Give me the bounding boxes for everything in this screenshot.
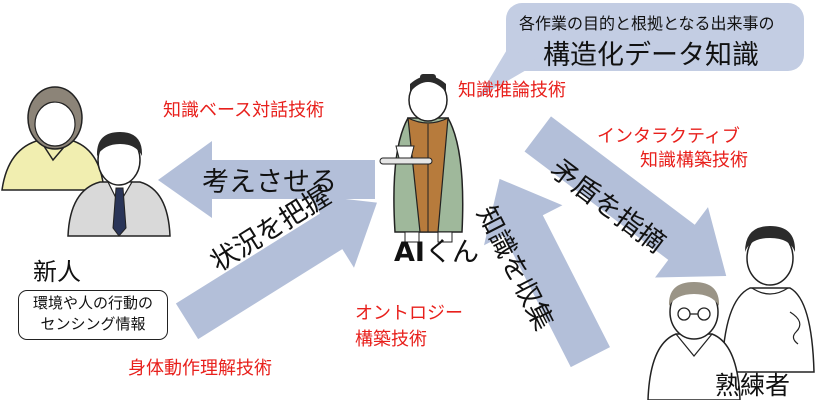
ai-kun-label-prefix: AI bbox=[394, 237, 425, 268]
speech-bubble bbox=[478, 3, 804, 98]
sensing-info-line-2: センシング情報 bbox=[40, 315, 146, 333]
ai-kun-figure bbox=[379, 74, 464, 243]
sensing-info-box: 環境や人の行動の センシング情報 bbox=[18, 290, 168, 340]
label-knowledge-dialogue: 知識ベース対話技術 bbox=[163, 100, 325, 121]
bubble-line-1: 各作業の目的と根拠となる出来事の bbox=[519, 14, 775, 33]
sensing-info-line-1: 環境や人の行動の bbox=[32, 294, 153, 312]
arrow-label-make-think: 考えさせる bbox=[202, 167, 337, 198]
label-ontology-line-1: オントロジー bbox=[355, 303, 463, 324]
expert-label: 熟練者 bbox=[715, 371, 791, 400]
label-body-motion: 身体動作理解技術 bbox=[128, 358, 272, 379]
expert-man-figure bbox=[647, 282, 741, 400]
ai-kun-label: AIくん bbox=[394, 230, 479, 269]
newcomer-label: 新人 bbox=[33, 258, 81, 286]
ai-kun-label-suffix: くん bbox=[424, 237, 479, 268]
arrow-collect-knowledge bbox=[484, 178, 611, 368]
arrow-grasp-situation bbox=[175, 194, 377, 340]
label-interactive-line-1: インタラクティブ bbox=[597, 126, 740, 147]
label-interactive-line-2: 知識構築技術 bbox=[640, 150, 748, 171]
newcomer-man-figure bbox=[67, 132, 171, 237]
bubble-line-2: 構造化データ知識 bbox=[543, 40, 759, 71]
arrow-point-contradiction bbox=[524, 116, 727, 278]
label-ontology-line-2: 構築技術 bbox=[355, 329, 427, 350]
newcomer-woman-figure bbox=[1, 86, 105, 191]
label-knowledge-reasoning: 知識推論技術 bbox=[458, 80, 566, 101]
expert-woman-figure bbox=[721, 226, 815, 373]
